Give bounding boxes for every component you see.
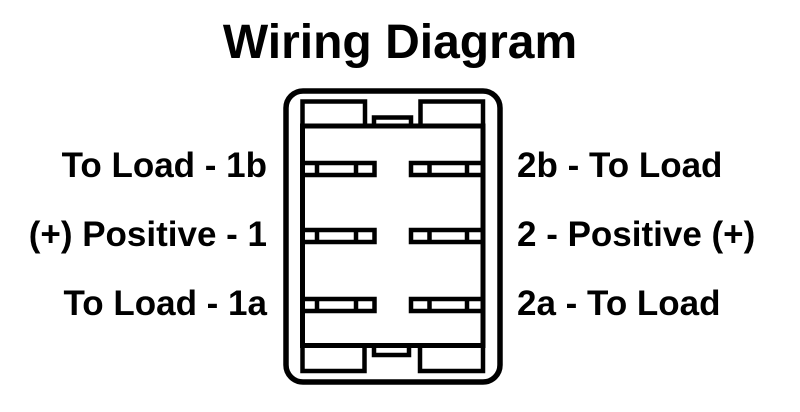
top-left-tab <box>300 99 368 129</box>
label-right-positive-2: 2 - Positive (+) <box>517 215 756 254</box>
blade-terminal-2b <box>408 160 486 178</box>
terminal-row-1 <box>300 160 486 178</box>
switch-outer-housing <box>283 88 503 385</box>
bottom-left-tab <box>300 343 367 374</box>
label-left-to-load-1b: To Load - 1b <box>61 146 267 185</box>
blade-terminal-2 <box>408 227 486 245</box>
label-right-2a-to-load: 2a - To Load <box>517 284 721 323</box>
top-right-tab <box>418 99 486 129</box>
blade-terminal-1b <box>300 160 377 178</box>
label-left-to-load-1a: To Load - 1a <box>63 284 267 323</box>
blade-terminal-2a <box>408 296 486 314</box>
blade-terminal-1a <box>300 296 377 314</box>
top-middle-tab <box>371 115 414 129</box>
mounting-tabs <box>300 99 486 374</box>
terminal-row-2 <box>300 227 486 245</box>
terminal-row-3 <box>300 296 486 314</box>
label-left-positive-1: (+) Positive - 1 <box>28 215 267 254</box>
page-title: Wiring Diagram <box>222 16 578 69</box>
label-right-2b-to-load: 2b - To Load <box>517 146 723 185</box>
blade-terminal-1 <box>300 227 377 245</box>
bottom-middle-tab <box>371 343 412 358</box>
bottom-right-tab <box>417 343 486 374</box>
